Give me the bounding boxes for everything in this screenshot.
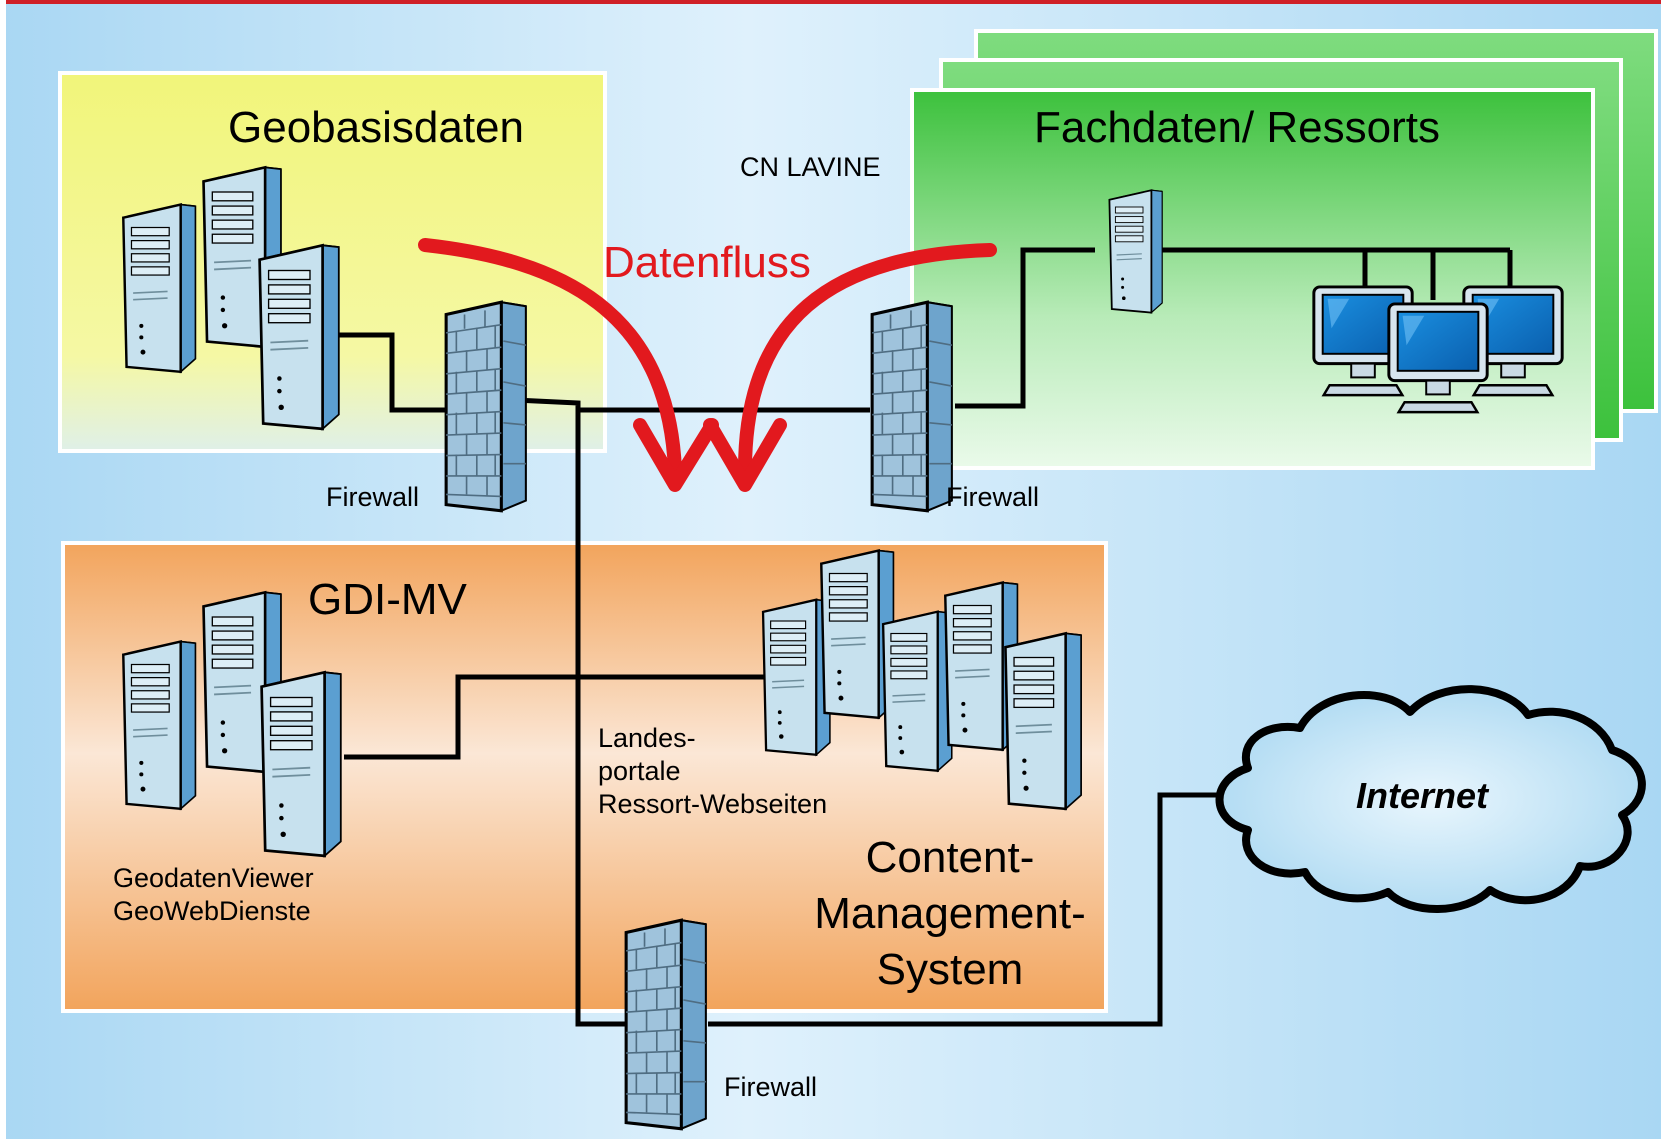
top-rule: [0, 0, 1661, 4]
network-lines: [325, 247, 1513, 1027]
firewall-left-icon: [444, 300, 528, 513]
internet-label: Internet: [1356, 775, 1489, 816]
geobasis-title: Geobasisdaten: [228, 103, 524, 152]
network-label: CN LAVINE: [740, 152, 881, 182]
fachdaten-monitors: [1312, 285, 1564, 414]
firewall-bottom-label: Firewall: [724, 1072, 818, 1102]
fachdaten-title: Fachdaten/ Ressorts: [1034, 103, 1440, 152]
internet-cloud-icon: [1215, 685, 1646, 913]
fachdaten-server: [1108, 189, 1164, 314]
datenfluss-arrows: [418, 238, 997, 492]
gdi-title: GDI-MV: [308, 575, 467, 624]
datenfluss-label: Datenfluss: [603, 238, 811, 287]
portals-label: Landes- portale Ressort-Webseiten: [598, 723, 828, 819]
firewall-left-label: Firewall: [326, 482, 420, 512]
firewall-bottom-icon: [624, 918, 708, 1131]
gdi-services-label: GeodatenViewer GeoWebDienste: [113, 863, 314, 926]
firewall-right-icon: [870, 300, 954, 513]
cms-title: Content- Management- System: [814, 833, 1086, 994]
firewall-right-label: Firewall: [946, 482, 1040, 512]
